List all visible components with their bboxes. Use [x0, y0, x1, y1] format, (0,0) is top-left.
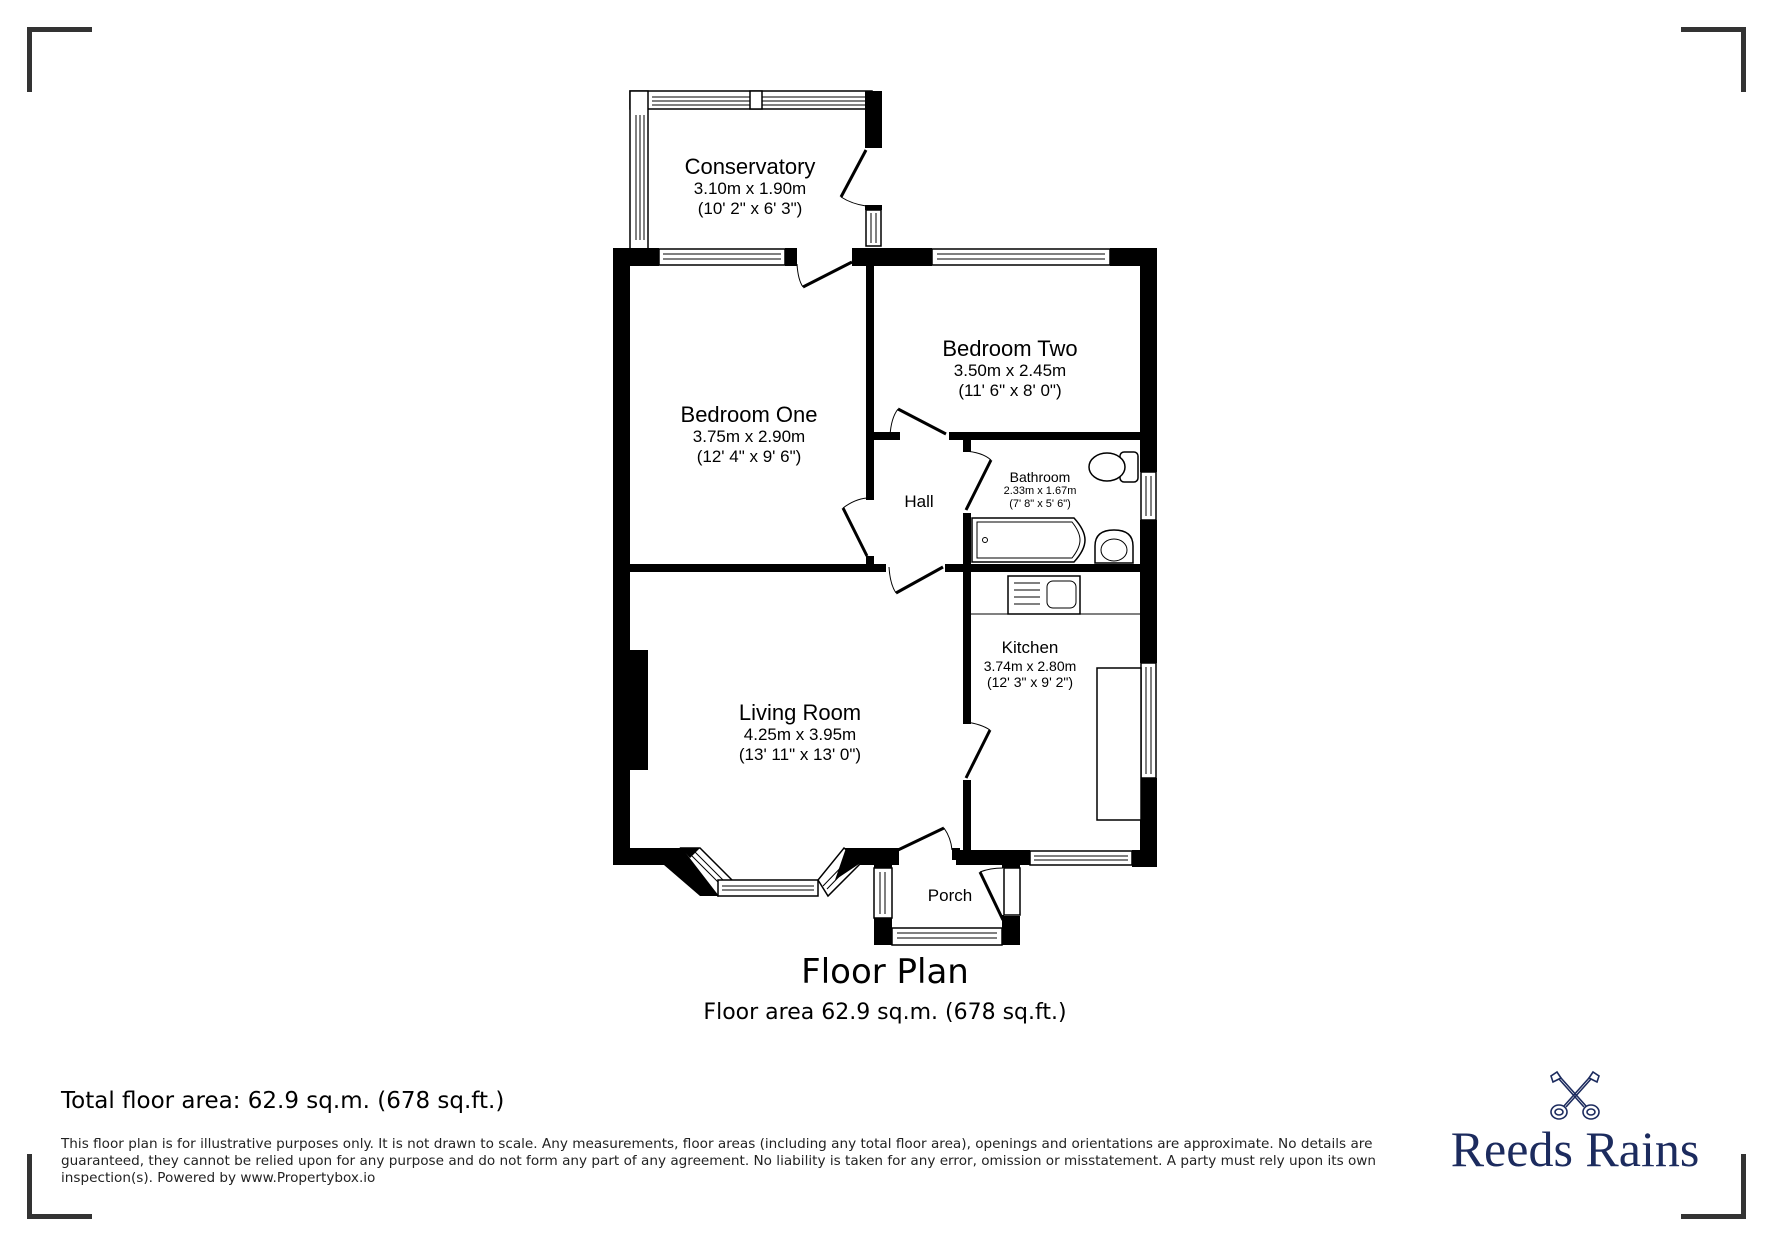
- room-dimensions-imperial: (7' 8" x 5' 6"): [1009, 497, 1071, 510]
- room-dimensions-imperial: (12' 3" x 9' 2"): [986, 673, 1074, 690]
- kitchen-worktop: [971, 613, 1142, 821]
- bay-window: [664, 846, 864, 898]
- kitchen-sink: [1007, 575, 1081, 615]
- brand-logo: Reeds Rains: [1430, 1068, 1720, 1178]
- room-dimensions-metric: 3.10m x 1.90m: [693, 179, 807, 199]
- window-bathroom: [1140, 471, 1157, 521]
- crop-mark-top-left: [27, 27, 92, 92]
- washbasin: [1094, 529, 1134, 564]
- room-name: Porch: [927, 886, 973, 905]
- room-dimensions-imperial: (12' 4" x 9' 6"): [696, 446, 802, 466]
- plan-floor-area: Floor area 62.9 sq.m. (678 sq.ft.): [703, 1000, 1067, 1025]
- window-bedroom-two: [931, 248, 1111, 266]
- room-name: Bathroom: [1009, 469, 1071, 485]
- room-dimensions-imperial: (11' 6" x 8' 0"): [958, 380, 1062, 400]
- porch-walls: [873, 867, 1021, 946]
- room-dimensions-imperial: (10' 2" x 6' 3"): [697, 198, 803, 218]
- room-label-hall: Hall: [904, 492, 933, 512]
- crop-mark-top-right: [1681, 27, 1746, 92]
- window-kitchen-side: [1140, 662, 1157, 779]
- room-label-bedroom-two: Bedroom Two 3.50m x 2.45m (11' 6" x 8' 0…: [942, 336, 1077, 400]
- room-label-bathroom: Bathroom 2.33m x 1.67m (7' 8" x 5' 6"): [1004, 469, 1077, 510]
- disclaimer-text: This floor plan is for illustrative purp…: [61, 1136, 1377, 1186]
- room-dimensions-metric: 3.74m x 2.80m: [983, 657, 1077, 674]
- room-name: Hall: [904, 492, 934, 511]
- room-name: Conservatory: [684, 154, 816, 179]
- room-name: Kitchen: [1001, 638, 1059, 657]
- door-conservatory-bedroom: [796, 260, 853, 289]
- room-label-living-room: Living Room 4.25m x 3.95m (13' 11" x 13'…: [739, 700, 861, 764]
- toilet: [1088, 451, 1139, 483]
- room-label-porch: Porch: [928, 886, 972, 906]
- room-dimensions-metric: 2.33m x 1.67m: [1003, 485, 1077, 498]
- room-dimensions-imperial: (13' 11" x 13' 0"): [738, 744, 862, 764]
- window-bedroom-one: [658, 248, 786, 266]
- crop-mark-bottom-left: [27, 1154, 92, 1219]
- total-floor-area: Total floor area: 62.9 sq.m. (678 sq.ft.…: [61, 1088, 505, 1114]
- room-label-bedroom-one: Bedroom One 3.75m x 2.90m (12' 4" x 9' 6…: [681, 402, 818, 466]
- crop-mark-bottom-right: [1681, 1154, 1746, 1219]
- room-dimensions-metric: 3.50m x 2.45m: [953, 361, 1067, 381]
- room-label-kitchen: Kitchen 3.74m x 2.80m (12' 3" x 9' 2"): [984, 638, 1077, 690]
- room-dimensions-metric: 4.25m x 3.95m: [743, 725, 857, 745]
- room-name: Bedroom Two: [942, 336, 1078, 361]
- plan-title: Floor Plan: [801, 952, 969, 992]
- room-name: Bedroom One: [680, 402, 818, 427]
- hall-doors: [841, 407, 1005, 921]
- room-dimensions-metric: 3.75m x 2.90m: [692, 427, 806, 447]
- bathtub: [971, 517, 1086, 563]
- brand-name: Reeds Rains: [1450, 1121, 1700, 1177]
- window-kitchen-front: [1029, 850, 1133, 866]
- room-label-conservatory: Conservatory 3.10m x 1.90m (10' 2" x 6' …: [685, 154, 816, 218]
- crossed-keys-icon: [1550, 1070, 1600, 1120]
- room-name: Living Room: [738, 700, 862, 725]
